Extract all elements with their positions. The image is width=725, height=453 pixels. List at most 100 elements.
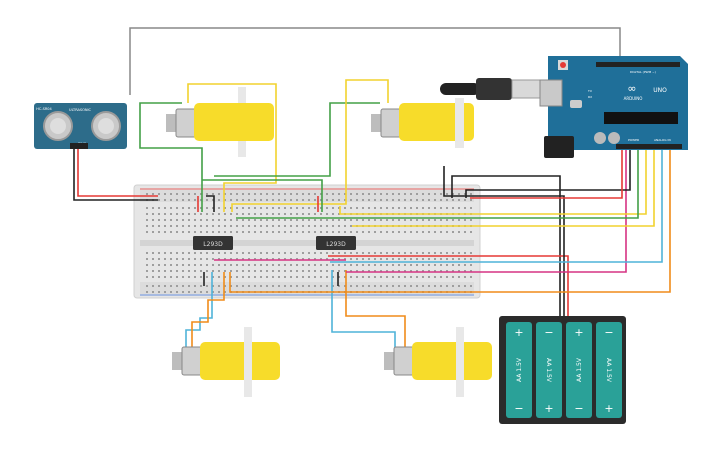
breadboard-hole[interactable] — [410, 264, 412, 266]
breadboard-hole[interactable] — [440, 207, 442, 209]
breadboard-hole[interactable] — [266, 264, 268, 266]
breadboard-hole[interactable] — [314, 231, 316, 233]
breadboard-hole[interactable] — [350, 276, 352, 278]
breadboard-hole[interactable] — [260, 199, 262, 201]
breadboard-hole[interactable] — [242, 207, 244, 209]
breadboard-hole[interactable] — [242, 252, 244, 254]
breadboard-hole[interactable] — [158, 258, 160, 260]
breadboard-hole[interactable] — [470, 252, 472, 254]
breadboard-hole[interactable] — [308, 225, 310, 227]
breadboard-hole[interactable] — [284, 225, 286, 227]
breadboard-hole[interactable] — [152, 291, 154, 293]
breadboard-hole[interactable] — [464, 276, 466, 278]
breadboard-hole[interactable] — [452, 219, 454, 221]
breadboard-hole[interactable] — [290, 225, 292, 227]
breadboard-hole[interactable] — [272, 276, 274, 278]
breadboard-hole[interactable] — [152, 264, 154, 266]
breadboard-hole[interactable] — [374, 231, 376, 233]
breadboard-hole[interactable] — [272, 193, 274, 195]
motor-bottom-right[interactable] — [384, 327, 492, 397]
breadboard-hole[interactable] — [164, 207, 166, 209]
breadboard-hole[interactable] — [446, 231, 448, 233]
breadboard-hole[interactable] — [332, 219, 334, 221]
breadboard-hole[interactable] — [344, 252, 346, 254]
breadboard-hole[interactable] — [422, 285, 424, 287]
breadboard-hole[interactable] — [170, 193, 172, 195]
breadboard-hole[interactable] — [320, 219, 322, 221]
breadboard-hole[interactable] — [278, 225, 280, 227]
breadboard-hole[interactable] — [182, 258, 184, 260]
breadboard-hole[interactable] — [344, 207, 346, 209]
breadboard-hole[interactable] — [284, 193, 286, 195]
breadboard-hole[interactable] — [440, 219, 442, 221]
breadboard-hole[interactable] — [272, 231, 274, 233]
breadboard-hole[interactable] — [230, 213, 232, 215]
breadboard-hole[interactable] — [428, 285, 430, 287]
breadboard-hole[interactable] — [200, 270, 202, 272]
breadboard-hole[interactable] — [344, 199, 346, 201]
wire-cyan-motor-br[interactable] — [331, 270, 396, 350]
breadboard-hole[interactable] — [170, 219, 172, 221]
breadboard-hole[interactable] — [212, 264, 214, 266]
breadboard-hole[interactable] — [422, 270, 424, 272]
breadboard-hole[interactable] — [350, 270, 352, 272]
breadboard-hole[interactable] — [254, 213, 256, 215]
breadboard-hole[interactable] — [314, 270, 316, 272]
breadboard-hole[interactable] — [362, 219, 364, 221]
wire-green-mid[interactable] — [202, 179, 323, 212]
breadboard-hole[interactable] — [410, 193, 412, 195]
breadboard-hole[interactable] — [350, 258, 352, 260]
breadboard-hole[interactable] — [146, 291, 148, 293]
breadboard-hole[interactable] — [386, 258, 388, 260]
breadboard-hole[interactable] — [446, 276, 448, 278]
breadboard-hole[interactable] — [326, 213, 328, 215]
breadboard-hole[interactable] — [338, 199, 340, 201]
breadboard-hole[interactable] — [356, 199, 358, 201]
breadboard-hole[interactable] — [416, 270, 418, 272]
breadboard-hole[interactable] — [164, 276, 166, 278]
breadboard-hole[interactable] — [266, 231, 268, 233]
breadboard-hole[interactable] — [230, 207, 232, 209]
breadboard-hole[interactable] — [440, 258, 442, 260]
breadboard-hole[interactable] — [176, 252, 178, 254]
breadboard-hole[interactable] — [182, 276, 184, 278]
breadboard-hole[interactable] — [194, 270, 196, 272]
breadboard-hole[interactable] — [344, 270, 346, 272]
breadboard-hole[interactable] — [464, 270, 466, 272]
breadboard-hole[interactable] — [398, 193, 400, 195]
breadboard-hole[interactable] — [356, 258, 358, 260]
breadboard-hole[interactable] — [398, 207, 400, 209]
breadboard-hole[interactable] — [230, 258, 232, 260]
breadboard-hole[interactable] — [308, 285, 310, 287]
breadboard[interactable] — [133, 184, 481, 299]
breadboard-hole[interactable] — [392, 219, 394, 221]
breadboard-hole[interactable] — [206, 213, 208, 215]
breadboard-hole[interactable] — [158, 231, 160, 233]
breadboard-hole[interactable] — [338, 276, 340, 278]
breadboard-hole[interactable] — [236, 193, 238, 195]
breadboard-hole[interactable] — [464, 231, 466, 233]
breadboard-hole[interactable] — [266, 225, 268, 227]
breadboard-hole[interactable] — [272, 225, 274, 227]
breadboard-hole[interactable] — [218, 225, 220, 227]
breadboard-hole[interactable] — [296, 285, 298, 287]
breadboard-hole[interactable] — [470, 207, 472, 209]
breadboard-hole[interactable] — [224, 270, 226, 272]
breadboard-hole[interactable] — [302, 199, 304, 201]
breadboard-hole[interactable] — [392, 199, 394, 201]
breadboard-hole[interactable] — [464, 285, 466, 287]
breadboard-hole[interactable] — [218, 193, 220, 195]
breadboard-hole[interactable] — [182, 231, 184, 233]
breadboard-hole[interactable] — [236, 207, 238, 209]
breadboard-hole[interactable] — [362, 276, 364, 278]
breadboard-hole[interactable] — [326, 225, 328, 227]
breadboard-hole[interactable] — [230, 231, 232, 233]
breadboard-hole[interactable] — [416, 285, 418, 287]
breadboard-hole[interactable] — [428, 270, 430, 272]
breadboard-hole[interactable] — [164, 285, 166, 287]
breadboard-hole[interactable] — [452, 207, 454, 209]
breadboard-hole[interactable] — [182, 207, 184, 209]
breadboard-hole[interactable] — [188, 225, 190, 227]
breadboard-hole[interactable] — [248, 213, 250, 215]
breadboard-hole[interactable] — [278, 270, 280, 272]
